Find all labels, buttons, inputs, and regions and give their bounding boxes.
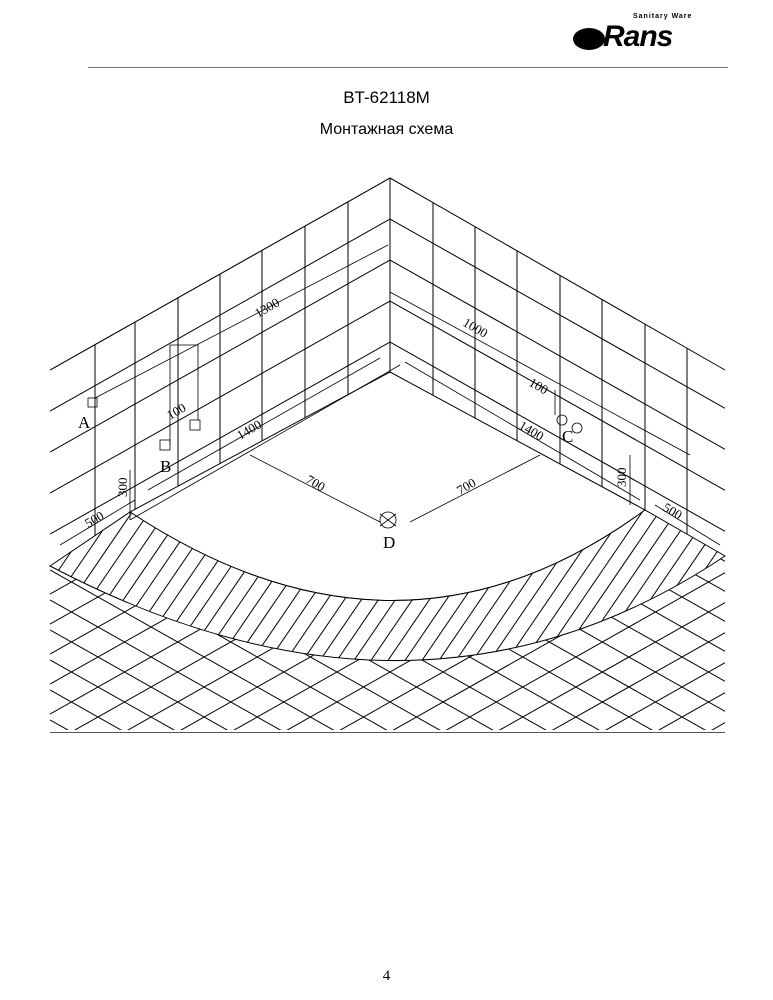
tile-joint [50, 629, 237, 730]
logo-mark [573, 28, 605, 50]
tile-joint [50, 659, 184, 730]
tile-joint [703, 722, 725, 730]
dim-right-offset: 100 [527, 375, 551, 398]
tile-joint [642, 372, 725, 412]
tile-joint [50, 689, 131, 730]
wall-top-edge [49, 177, 726, 371]
model-title: BT-62118M [343, 88, 430, 107]
tile-joint [589, 372, 725, 442]
tile-joint [596, 662, 725, 730]
logo-tagline: Sanitary Ware [633, 13, 693, 20]
tile-joint [490, 602, 725, 730]
label-d: D [383, 533, 395, 552]
tile-joint [50, 569, 343, 730]
tile-joint [448, 178, 725, 327]
tile-joint [390, 341, 725, 532]
hatch-line [496, 510, 631, 661]
tile-joint [50, 372, 85, 385]
tile-joint [437, 572, 725, 730]
dim-right-wall: 1000 [461, 315, 491, 341]
tile-joint [390, 259, 725, 450]
logo-word: Rans [603, 20, 673, 53]
dim-right-tub: 1400 [517, 418, 547, 444]
tile-joint [50, 341, 390, 535]
page-number: 4 [382, 968, 391, 984]
hatch-line [513, 510, 648, 661]
hatch-line [547, 510, 682, 661]
dim-right-edge: 500 [661, 500, 685, 523]
hatch-line [50, 505, 52, 508]
tile-joint [543, 632, 725, 730]
tile-joint [50, 218, 390, 412]
tile-joint [50, 300, 390, 494]
tile-joint [649, 692, 725, 730]
hatch-line [564, 510, 699, 661]
label-c: C [562, 427, 573, 446]
diagram-subtitle: Монтажная схема [319, 121, 454, 138]
tile-joint [536, 372, 725, 472]
dimension-lines [59, 244, 721, 546]
tile-joint [50, 719, 77, 730]
hatch-line [666, 614, 725, 661]
tile-joint [50, 259, 390, 453]
tile-joint [390, 300, 725, 491]
dim-left-height: 300 [115, 478, 130, 498]
tile-joint [50, 372, 191, 445]
dim-right-height: 300 [614, 468, 629, 488]
brand-logo: Rans Sanitary Ware [573, 12, 703, 52]
dim-left-tub: 1400 [234, 417, 264, 443]
dim-left-offset: 100 [164, 400, 188, 423]
dim-left-edge: 500 [82, 508, 106, 531]
tile-joint [50, 178, 332, 330]
hatch-line [530, 510, 665, 661]
dim-left-wall: 1300 [252, 295, 282, 321]
tile-joint [390, 218, 725, 409]
tile-joint [50, 599, 290, 730]
label-b: B [160, 457, 171, 476]
diagram-bottom-rule [50, 732, 725, 733]
label-a: A [78, 413, 91, 432]
header-divider [88, 67, 728, 68]
